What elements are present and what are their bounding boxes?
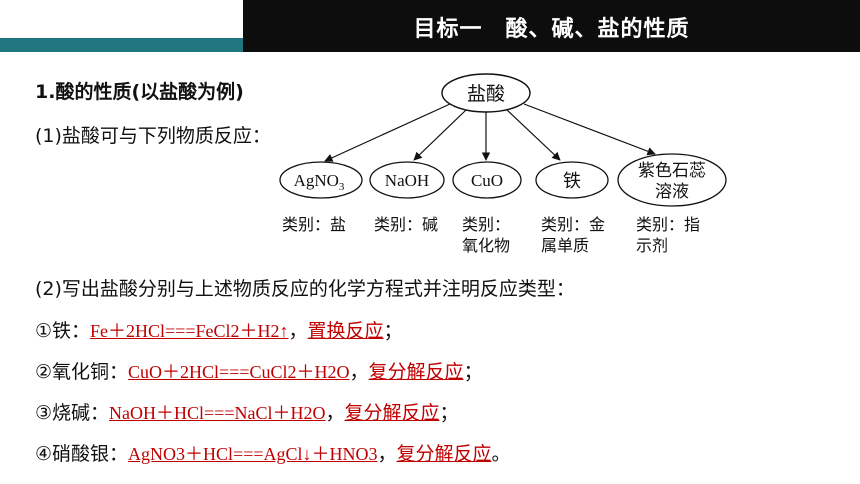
item-3-type: 复分解反应 [344, 402, 440, 424]
category-naoh: 类别：碱 [374, 215, 439, 234]
node-litmus-label-1: 紫色石蕊 [638, 161, 706, 180]
equation-line-3: ③烧碱：NaOH＋HCl===NaCl＋H2O，复分解反应； [35, 402, 459, 424]
title-bar: 目标一 酸、碱、盐的性质 [243, 0, 860, 52]
node-cuo-label: CuO [471, 171, 503, 190]
node-naoh-label: NaOH [385, 171, 429, 190]
item-4-type: 复分解反应 [396, 443, 492, 465]
node-cuo [452, 161, 522, 199]
node-litmus [617, 153, 727, 207]
item-3-equation: NaOH＋HCl===NaCl＋H2O [109, 403, 326, 423]
arrow-4 [506, 109, 561, 161]
item-1-equation: Fe＋2HCl===FeCl2＋H2↑ [90, 321, 289, 341]
item-4-prefix: ④硝酸银： [35, 443, 129, 465]
item-3-prefix: ③烧碱： [35, 402, 110, 424]
category-agno3: 类别：盐 [282, 215, 347, 234]
category-iron: 类别：金 属单质 [541, 215, 606, 255]
question-2: (2)写出盐酸分别与上述物质反应的化学方程式并注明反应类型： [35, 278, 575, 300]
node-agno3 [279, 161, 363, 199]
item-2-equation: CuO＋2HCl===CuCl2＋H2O [128, 362, 350, 382]
question-1: (1)盐酸可与下列物质反应： [35, 125, 271, 147]
node-litmus-label-2: 溶液 [655, 182, 689, 201]
equation-line-1: ①铁：Fe＋2HCl===FeCl2＋H2↑，置换反应； [35, 320, 403, 342]
category-cuo: 类别： 氧化物 [462, 215, 511, 255]
node-iron-label: 铁 [563, 171, 581, 191]
page-title: 目标一 酸、碱、盐的性质 [413, 17, 690, 42]
arrow-2 [413, 109, 467, 161]
node-agno3-label: AgNO3 [294, 171, 345, 193]
item-1-type: 置换反应 [307, 320, 384, 342]
arrow-5 [523, 103, 656, 156]
section-heading: 1.酸的性质(以盐酸为例) [35, 81, 244, 103]
center-node [441, 73, 531, 113]
center-node-label: 盐酸 [467, 83, 505, 105]
equation-line-4: ④硝酸银：AgNO3＋HCl===AgCl↓＋HNO3，复分解反应。 [35, 443, 511, 465]
item-4-equation: AgNO3＋HCl===AgCl↓＋HNO3 [128, 444, 378, 464]
node-naoh [369, 161, 445, 199]
node-iron [535, 161, 609, 199]
equation-line-2: ②氧化铜：CuO＋2HCl===CuCl2＋H2O，复分解反应； [35, 361, 483, 383]
item-2-type: 复分解反应 [368, 361, 464, 383]
item-1-prefix: ①铁： [35, 320, 91, 342]
item-2-prefix: ②氧化铜： [35, 361, 129, 383]
arrow-1 [324, 103, 451, 162]
category-litmus: 类别：指 示剂 [636, 215, 701, 255]
accent-bar [0, 38, 243, 52]
